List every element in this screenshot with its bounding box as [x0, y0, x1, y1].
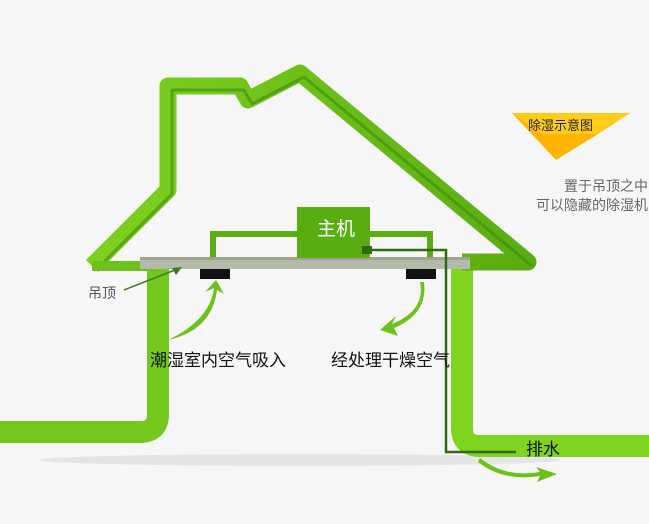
- ceiling-pointer: [123, 267, 181, 291]
- description-note: 置于吊顶之中 可以隐藏的除湿机: [498, 178, 648, 216]
- ground-left: [0, 262, 169, 443]
- intake-arrow: [168, 280, 224, 340]
- ceiling-label: 吊顶: [88, 286, 116, 302]
- host-unit: [297, 207, 370, 258]
- outflow-label: 经处理干燥空气: [331, 351, 450, 371]
- description-line: 可以隐藏的除湿机: [536, 198, 648, 214]
- title-badge-label: 除湿示意图: [528, 119, 594, 134]
- intake-label: 潮湿室内空气吸入: [150, 351, 286, 371]
- drain-label: 排水: [526, 440, 560, 460]
- host-unit-label: 主机: [316, 218, 355, 240]
- outflow-vent: [406, 269, 436, 279]
- drain-pipe: [372, 248, 516, 454]
- drain-arrow: [478, 458, 557, 482]
- description-line: 置于吊顶之中: [564, 179, 648, 195]
- ground-right: [451, 264, 649, 457]
- intake-vent: [200, 269, 230, 279]
- outflow-arrow: [380, 282, 425, 336]
